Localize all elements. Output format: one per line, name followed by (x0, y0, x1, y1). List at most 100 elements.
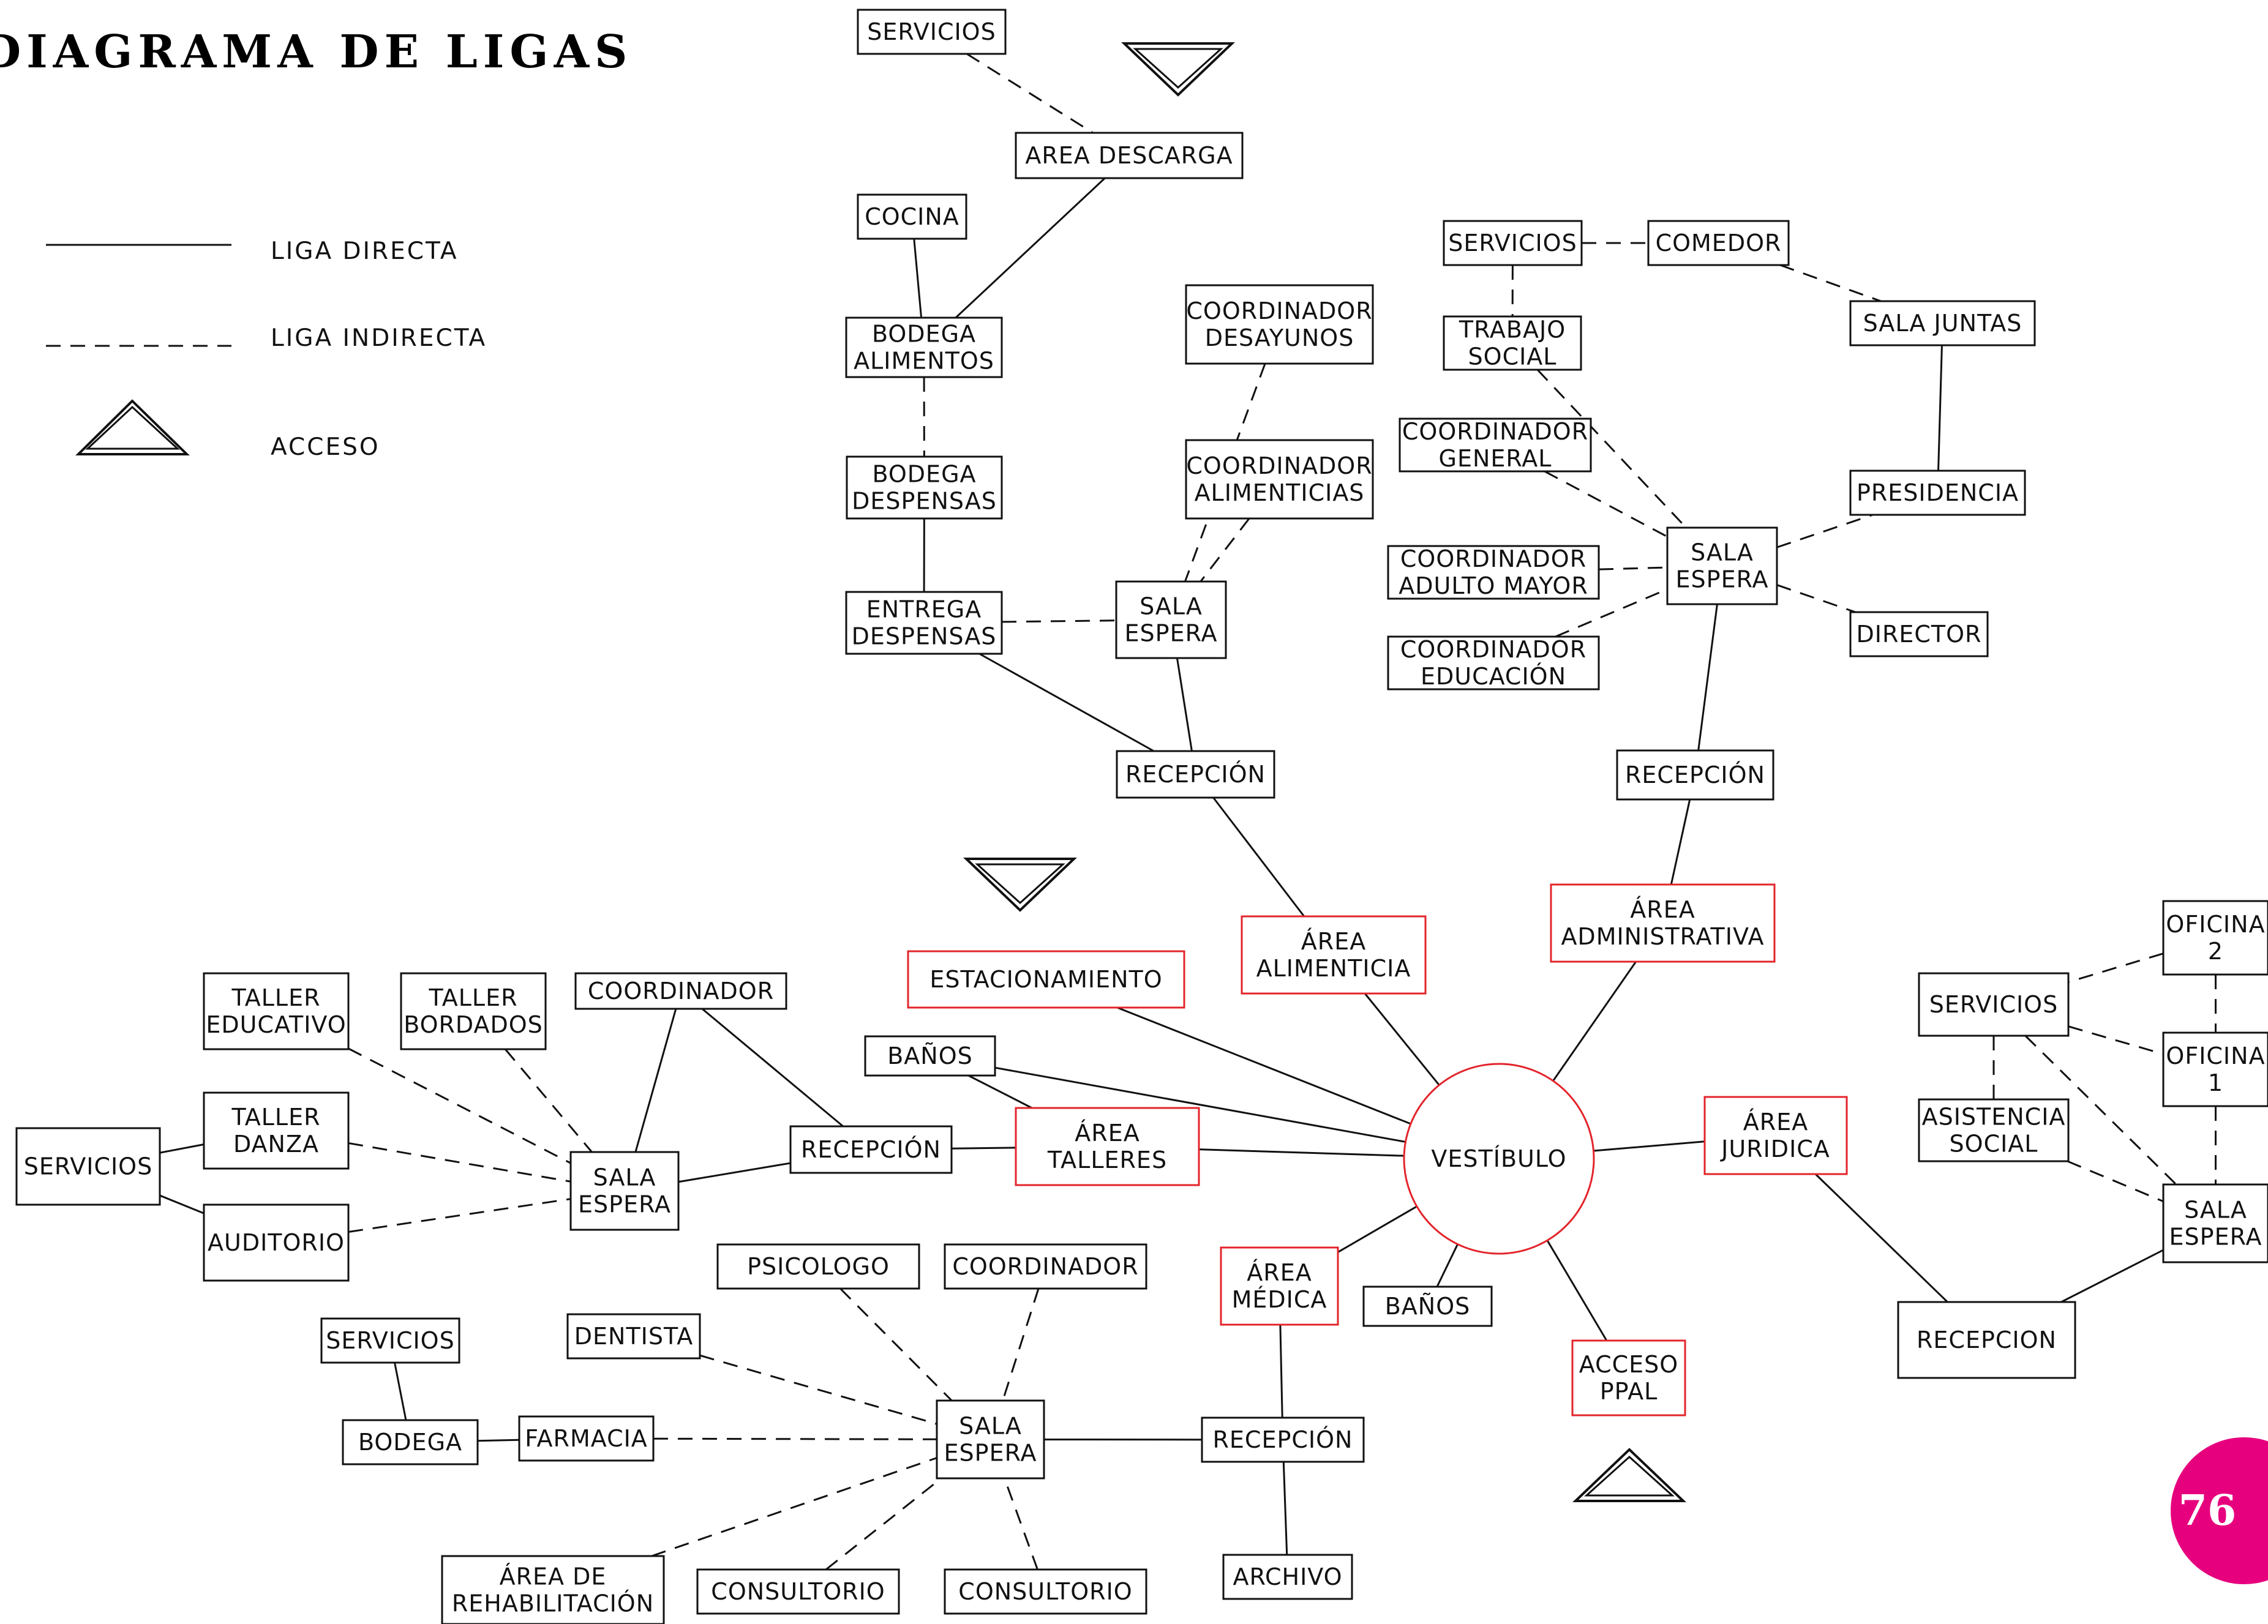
node-label: TRABAJO (1459, 316, 1566, 343)
link-direct-serv_tall-taller_danza (159, 1143, 205, 1154)
node-label: BORDADOS (404, 1011, 543, 1038)
link-indirect-taller_bord-sala_tall (505, 1049, 593, 1153)
node-label: COORDINADOR (1186, 452, 1372, 479)
node-label: ESPERA (1125, 620, 1218, 647)
link-direct-coord_tall-sala_tall (634, 1008, 677, 1153)
node-label: BODEGA (358, 1429, 462, 1456)
node-label: SERVICIOS (867, 18, 996, 45)
node-label: OFICINA (2166, 911, 2265, 938)
node-farmacia: FARMACIA (518, 1415, 655, 1462)
node-banos-m: BAÑOS (1362, 1285, 1493, 1327)
node-serv-jur: SERVICIOS (1918, 972, 2070, 1037)
node-label: BAÑOS (887, 1042, 973, 1069)
link-direct-area_med-vestibulo (1337, 1205, 1418, 1253)
link-indirect-consult2-sala_med (1004, 1478, 1038, 1570)
legend-direct-label: LIGA DIRECTA (271, 238, 459, 265)
link-direct-recep_jur-area_jur (1814, 1173, 1948, 1303)
node-sala-juntas: SALA JUNTAS (1849, 300, 2036, 346)
link-direct-serv_tall-auditorio (159, 1194, 205, 1214)
link-direct-acceso_ppal-vestibulo (1546, 1240, 1608, 1341)
node-label: ÁREA (1301, 928, 1366, 955)
node-label: SOCIAL (1468, 343, 1557, 370)
node-label: DESPENSAS (852, 488, 997, 515)
legend-indirect-label: LIGA INDIRECTA (271, 324, 487, 352)
node-label: TALLER (428, 984, 517, 1011)
node-label: COORDINADOR (1400, 636, 1586, 663)
node-consult2: CONSULTORIO (944, 1568, 1147, 1615)
node-serv-med: SERVICIOS (320, 1317, 460, 1364)
link-direct-banos_c-vestibulo (994, 1066, 1406, 1143)
link-indirect-coord_educ-sala_admin (1555, 588, 1668, 638)
link-direct-area_alim-vestibulo (1364, 993, 1440, 1086)
access-top-triangle-icon (1121, 42, 1235, 97)
link-indirect-sala_admin-director (1776, 584, 1856, 613)
link-indirect-coord_adulto-sala_admin (1598, 566, 1668, 571)
link-direct-cocina-bod_alim (913, 238, 923, 318)
node-consult1: CONSULTORIO (696, 1568, 900, 1615)
link-indirect-area_rehab-sala_med (651, 1457, 937, 1557)
link-direct-sala_tall-recep_tall (678, 1162, 791, 1183)
link-indirect-taller_educ-sala_tall (348, 1047, 571, 1164)
link-direct-area_talleres-vestibulo (1198, 1148, 1405, 1157)
node-director: DIRECTOR (1849, 611, 1989, 657)
node-label: ÁREA (1247, 1259, 1312, 1286)
node-label: SERVICIOS (24, 1153, 152, 1180)
node-label: RECEPCIÓN (1625, 761, 1765, 788)
link-direct-sala_juntas-presidencia (1937, 345, 1943, 471)
link-direct-sala_admin-recep_admin (1697, 604, 1718, 751)
link-indirect-auditorio-sala_tall (348, 1198, 571, 1233)
node-label: SALA (593, 1164, 656, 1191)
node-label: ARCHIVO (1233, 1563, 1342, 1590)
node-label: ESPERA (578, 1191, 671, 1218)
link-indirect-coord_med-sala_med (1002, 1288, 1040, 1401)
node-label: FARMACIA (525, 1425, 648, 1452)
node-recep-tall: RECEPCIÓN (789, 1125, 953, 1174)
node-recep-jur: RECEPCION (1897, 1301, 2076, 1379)
link-indirect-serv_jur-sala_jur (2024, 1035, 2177, 1186)
node-label: ESTACIONAMIENTO (929, 966, 1162, 993)
node-recep-admin: RECEPCIÓN (1616, 749, 1774, 801)
page-title: DIAGRAMA DE LIGAS (0, 26, 633, 78)
link-direct-coord_tall-recep_tall (701, 1008, 844, 1128)
node-label: 2 (2208, 938, 2223, 965)
link-indirect-psicologo-sala_med (839, 1287, 953, 1402)
node-serv-top: SERVICIOS (857, 9, 1007, 55)
node-label: DESPENSAS (852, 623, 997, 650)
node-label: RECEPCIÓN (801, 1136, 941, 1163)
node-label: BODEGA (872, 321, 976, 348)
node-label: PSICOLOGO (747, 1253, 890, 1280)
link-indirect-comedor-sala_juntas (1779, 264, 1882, 302)
node-label: SALA (1691, 539, 1754, 566)
link-direct-recep_admin-area_admin (1670, 799, 1691, 885)
node-coord-med: COORDINADOR (944, 1243, 1147, 1290)
node-label: BAÑOS (1385, 1293, 1471, 1320)
node-psicologo: PSICOLOGO (716, 1243, 920, 1290)
link-direct-sala_alim-recep_alim (1176, 657, 1193, 752)
link-direct-recep_alim-area_alim (1212, 797, 1305, 917)
link-direct-sala_jur-recep_jur (2060, 1249, 2164, 1303)
node-label: SERVICIOS (1448, 230, 1577, 256)
node-label: COORDINADOR (1402, 418, 1588, 445)
link-direct-area_admin-vestibulo (1552, 961, 1637, 1082)
node-serv-tall: SERVICIOS (15, 1127, 161, 1206)
node-cocina: COCINA (857, 193, 967, 240)
node-label: GENERAL (1439, 445, 1552, 472)
node-estac: ESTACIONAMIENTO (907, 950, 1185, 1009)
node-label: ENTREGA (866, 596, 982, 623)
node-label: OFICINA (2166, 1042, 2265, 1069)
node-banos-c: BAÑOS (864, 1035, 996, 1077)
node-label: ALIMENTICIAS (1195, 479, 1365, 506)
node-label: ALIMENTICIA (1256, 955, 1411, 982)
